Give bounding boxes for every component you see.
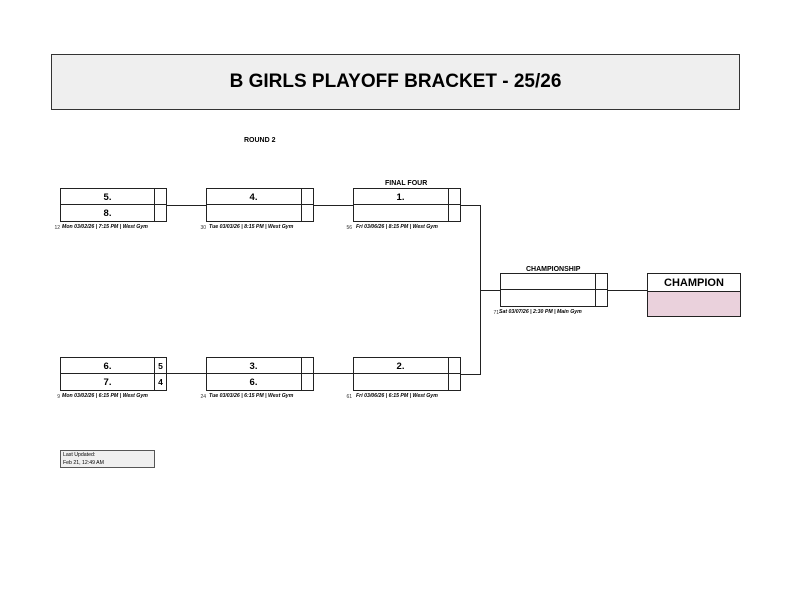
game-r2-bottom: 3. 6.	[206, 357, 314, 391]
game-info: Sat 03/07/26 | 2:30 PM | Main Gym	[499, 309, 582, 315]
game-ff-bottom: 2.	[353, 357, 461, 391]
game-number: 61	[346, 394, 352, 400]
connector-line	[166, 205, 206, 206]
team-slot: 6.	[249, 376, 258, 388]
score-cell	[595, 290, 607, 306]
game-r2-top: 4.	[206, 188, 314, 222]
score-cell	[595, 274, 607, 290]
last-updated-box: Last Updated: Feb 21, 12:49 AM	[60, 450, 155, 468]
champion-label: CHAMPION	[648, 274, 740, 292]
team-slot	[354, 374, 447, 390]
team-slot	[501, 274, 594, 290]
score-cell	[448, 358, 460, 374]
score-cell: 4	[154, 374, 166, 390]
score-cell	[448, 189, 460, 205]
last-updated-value: Feb 21, 12:49 AM	[63, 459, 104, 466]
team-slot	[501, 290, 594, 306]
connector-line	[460, 205, 481, 206]
game-r1-bottom: 6. 5 7. 4	[60, 357, 167, 391]
score-cell	[448, 205, 460, 221]
game-championship	[500, 273, 608, 307]
connector-line	[480, 290, 500, 291]
game-r1-top: 5. 8.	[60, 188, 167, 222]
team-slot: 8.	[103, 207, 112, 219]
game-number: 71	[493, 310, 499, 316]
game-info: Tue 03/03/26 | 8:15 PM | West Gym	[209, 224, 294, 230]
team-slot: 7.	[103, 376, 112, 388]
team-slot: 1.	[396, 191, 405, 203]
score-cell	[301, 358, 313, 374]
champion-box: CHAMPION	[647, 273, 741, 317]
championship-label: CHAMPIONSHIP	[526, 266, 581, 273]
score-cell	[301, 189, 313, 205]
bracket-title: B GIRLS PLAYOFF BRACKET - 25/26	[51, 54, 740, 110]
connector-line	[313, 373, 353, 374]
team-slot: 2.	[396, 360, 405, 372]
score-cell: 5	[154, 358, 166, 374]
last-updated-label: Last Updated:	[63, 452, 96, 458]
game-ff-top: 1.	[353, 188, 461, 222]
game-number: 9	[57, 394, 60, 400]
score-cell	[154, 189, 166, 205]
final-four-label: FINAL FOUR	[385, 180, 428, 187]
connector-line	[313, 205, 353, 206]
round-2-label: ROUND 2	[244, 137, 276, 144]
team-slot	[354, 205, 447, 221]
game-info: Tue 03/03/26 | 6:15 PM | West Gym	[209, 393, 294, 399]
game-number: 12	[54, 225, 60, 231]
game-number: 56	[346, 225, 352, 231]
game-info: Mon 03/02/26 | 7:15 PM | West Gym	[62, 224, 148, 230]
team-slot	[207, 205, 300, 221]
team-slot: 3.	[249, 360, 258, 372]
team-slot: 5.	[103, 191, 112, 203]
team-slot: 6.	[103, 360, 112, 372]
champion-winner	[648, 292, 740, 316]
score-cell	[154, 205, 166, 221]
score-cell	[301, 205, 313, 221]
team-slot: 4.	[249, 191, 258, 203]
score-cell	[301, 374, 313, 390]
game-number: 24	[200, 394, 206, 400]
game-info: Fri 03/06/26 | 6:15 PM | West Gym	[356, 393, 438, 399]
game-info: Fri 03/06/26 | 8:15 PM | West Gym	[356, 224, 438, 230]
game-info: Mon 03/02/26 | 6:15 PM | West Gym	[62, 393, 148, 399]
connector-line	[166, 373, 206, 374]
connector-line	[607, 290, 647, 291]
score-cell	[448, 374, 460, 390]
game-number: 30	[200, 225, 206, 231]
connector-line	[460, 374, 481, 375]
